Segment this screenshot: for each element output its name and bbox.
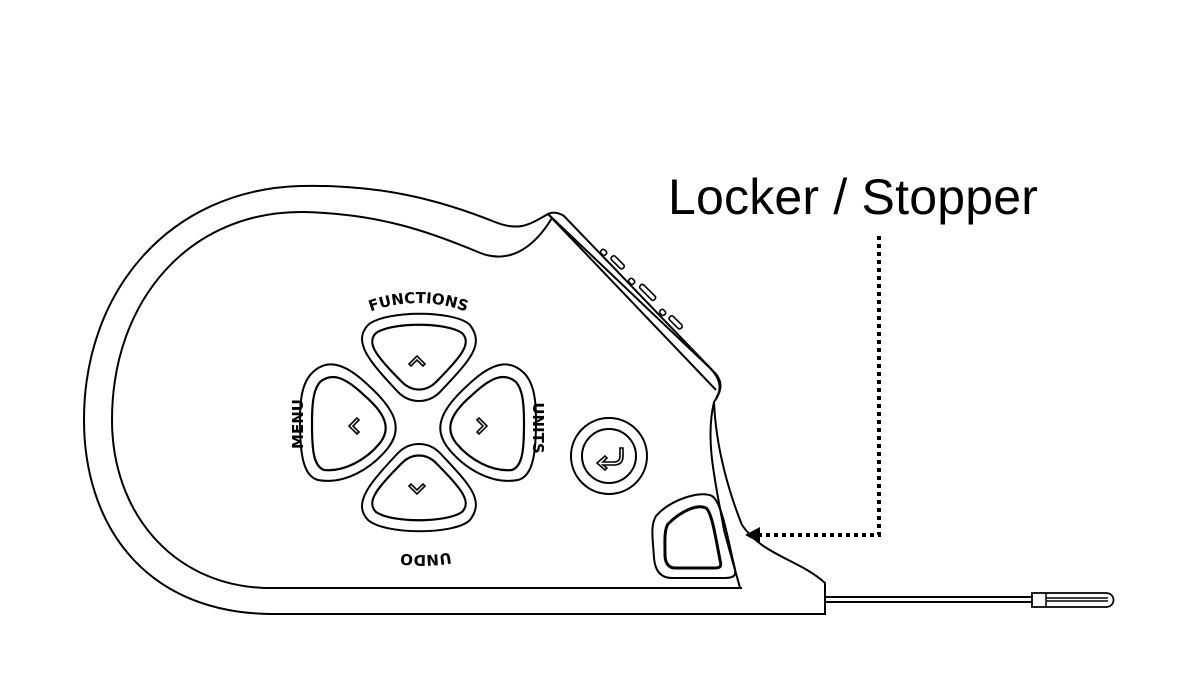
- housing-inner-outline: [110, 210, 553, 589]
- chevron-left-icon: [347, 416, 361, 436]
- grip-stud: [610, 254, 626, 270]
- dotted-leader-line: [760, 236, 881, 537]
- top-ridge-inner: [547, 213, 717, 391]
- enter-button-key: [581, 428, 637, 484]
- chevron-down-icon: [407, 482, 427, 496]
- menu-button-bezel: [298, 363, 397, 482]
- units-button-key: [449, 375, 526, 472]
- grip-stud: [658, 308, 667, 317]
- callout-arrowhead-icon: [745, 527, 760, 543]
- return-arrow-icon: [595, 447, 624, 472]
- menu-button[interactable]: [298, 363, 397, 482]
- enter-button-bezel: [570, 417, 648, 495]
- chevron-right-icon: [475, 416, 489, 436]
- functions-label: FUNCTIONS: [366, 289, 471, 315]
- grip-stud: [627, 277, 636, 286]
- undo-button-key: [371, 454, 467, 522]
- tape-hook-end: [1031, 592, 1115, 608]
- locker-key: [663, 505, 723, 570]
- housing-outer-outline: [82, 184, 826, 615]
- locker-stopper-callout-label: Locker / Stopper: [668, 169, 1039, 225]
- housing-face-front-edge: [709, 401, 741, 589]
- units-button-bezel: [439, 363, 538, 482]
- locker-bezel: [651, 493, 737, 579]
- menu-button-key: [310, 375, 387, 472]
- grip-stud: [599, 248, 608, 257]
- undo-button-bezel: [361, 443, 477, 533]
- chevron-up-icon: [407, 354, 427, 368]
- callout-leader: [745, 236, 881, 543]
- tape-hook-outline: [1031, 592, 1115, 608]
- dpad: [298, 312, 538, 533]
- locker-stopper-button[interactable]: [651, 493, 737, 579]
- undo-label: UNDO: [399, 549, 452, 569]
- tape-blade: [825, 592, 1115, 608]
- units-label: UNITS: [529, 402, 547, 453]
- tape-measure-body: [82, 184, 826, 615]
- functions-button-bezel: [361, 312, 477, 402]
- enter-button[interactable]: [570, 417, 648, 495]
- undo-button[interactable]: [361, 443, 477, 533]
- menu-label: MENU: [289, 399, 307, 449]
- functions-button-key: [371, 323, 467, 391]
- functions-button[interactable]: [361, 312, 477, 402]
- grip-stud: [638, 283, 657, 302]
- top-ridge-outer: [547, 211, 722, 399]
- grip-stud: [668, 314, 684, 330]
- units-button[interactable]: [439, 363, 538, 482]
- ridge-grip-studs: [599, 248, 684, 330]
